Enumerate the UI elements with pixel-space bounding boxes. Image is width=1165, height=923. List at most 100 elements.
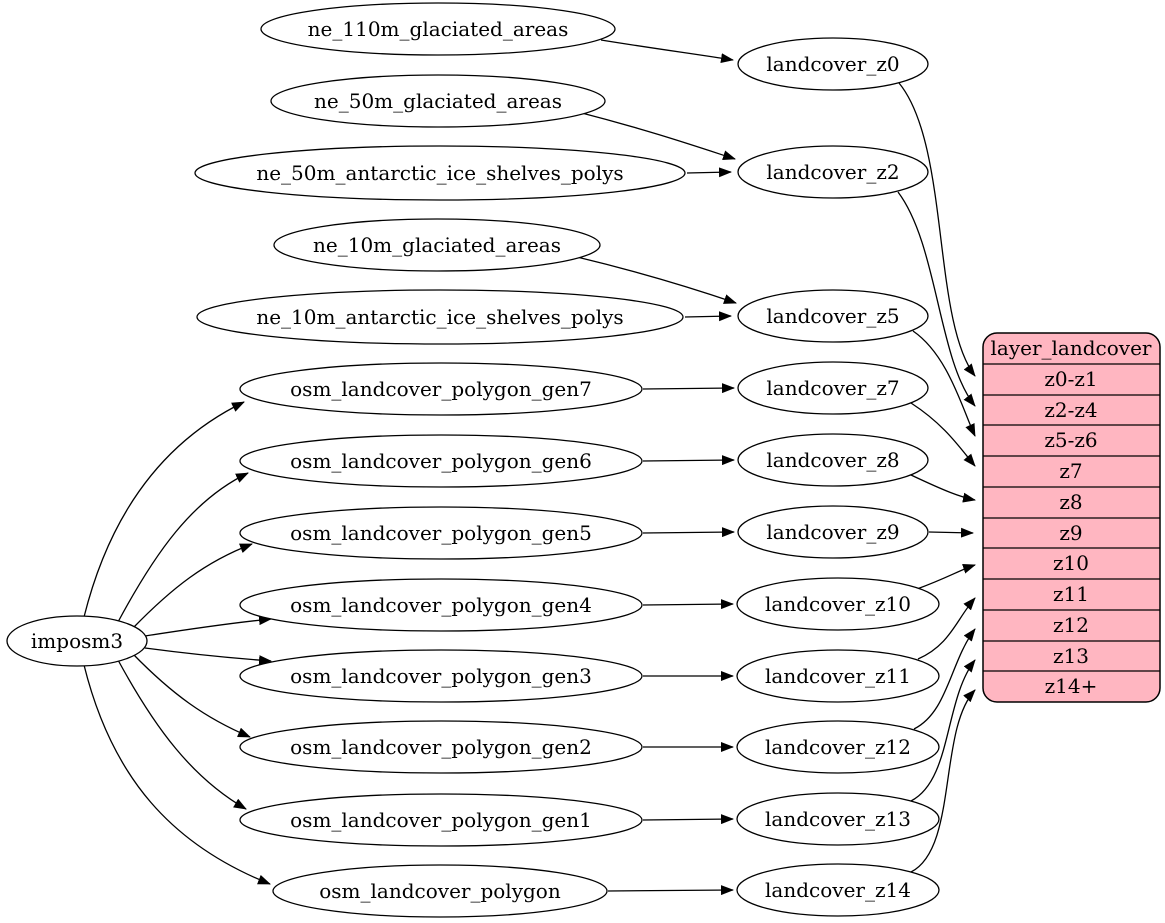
intermediate-label: landcover_z9	[766, 520, 899, 544]
node-osm_landcover_polygon_gen7: osm_landcover_polygon_gen7	[239, 362, 643, 416]
source-ellipse	[260, 2, 616, 56]
source-ellipse	[273, 218, 601, 272]
edge-z11-to-row-z11	[917, 597, 976, 660]
intermediate-ellipse	[737, 433, 929, 487]
record-row-z14plus: z14+	[1045, 674, 1098, 698]
edge-ne50m-to-z2	[577, 111, 736, 161]
edge-gen6-to-z8	[642, 455, 735, 466]
source-label: osm_landcover_polygon_gen3	[290, 664, 592, 688]
source-label: osm_landcover_polygon_gen1	[290, 808, 592, 832]
source-ellipse	[239, 506, 643, 560]
source-label: osm_landcover_polygon_gen2	[290, 735, 592, 759]
node-ne_10m_glaciated_areas: ne_10m_glaciated_areas	[273, 218, 601, 272]
node-osm_landcover_polygon_gen4: osm_landcover_polygon_gen4	[239, 578, 643, 632]
node-osm_landcover_polygon: osm_landcover_polygon	[272, 864, 608, 918]
edge-z2-to-row-z2-z4	[897, 191, 976, 407]
source-label: ne_110m_glaciated_areas	[308, 17, 569, 41]
node-landcover_z8: landcover_z8	[737, 433, 929, 487]
node-landcover_z9: landcover_z9	[737, 505, 929, 559]
edge-ne10m-ant-to-z5	[684, 311, 732, 322]
intermediate-label: landcover_z12	[765, 735, 911, 759]
node-landcover_z0: landcover_z0	[737, 37, 929, 91]
source-label: osm_landcover_polygon_gen5	[290, 521, 592, 545]
source-ellipse	[196, 289, 684, 345]
source-label: osm_landcover_polygon	[319, 879, 561, 903]
node-landcover_z7: landcover_z7	[737, 361, 929, 415]
source-ellipse	[239, 793, 643, 847]
edge-imposm3-to-gen4	[144, 615, 272, 637]
node-ne_50m_glaciated_areas: ne_50m_glaciated_areas	[270, 74, 606, 128]
record-row-z9: z9	[1059, 521, 1082, 545]
node-osm_landcover_polygon_gen2: osm_landcover_polygon_gen2	[239, 720, 643, 774]
edge-ne50m-ant-to-z2	[686, 167, 732, 178]
intermediate-label: landcover_z7	[766, 376, 899, 400]
node-landcover_z2: landcover_z2	[737, 145, 929, 199]
intermediate-label: landcover_z13	[765, 807, 911, 831]
source-label: osm_landcover_polygon_gen4	[290, 593, 592, 617]
edge-z7-to-row-z7	[910, 402, 976, 467]
intermediate-ellipse	[736, 577, 940, 631]
record-row-z7: z7	[1059, 459, 1082, 483]
intermediate-label: landcover_z10	[765, 592, 911, 616]
source-ellipse	[239, 434, 643, 488]
intermediate-ellipse	[736, 720, 940, 774]
edge-z5-to-row-z5-z6	[912, 330, 976, 437]
intermediate-ellipse	[737, 361, 929, 415]
node-landcover_z11: landcover_z11	[736, 649, 940, 703]
source-ellipse	[239, 649, 643, 703]
edge-imposm3-to-gen2	[132, 653, 251, 738]
node-layer_landcover: layer_landcover z0-z1 z2-z4 z5-z6 z7 z8 …	[982, 332, 1161, 703]
source-label: ne_10m_glaciated_areas	[313, 233, 561, 257]
node-landcover_z5: landcover_z5	[737, 289, 929, 343]
edge-imposm3-to-gen3	[144, 647, 272, 666]
node-landcover_z12: landcover_z12	[736, 720, 940, 774]
intermediate-label: landcover_z8	[766, 448, 899, 472]
imposm3-label: imposm3	[31, 629, 123, 653]
edge-z13-to-row-z13	[910, 659, 976, 802]
node-imposm3: imposm3	[6, 615, 148, 667]
edge-ne10m-to-z5	[576, 256, 737, 304]
intermediate-label: landcover_z11	[765, 664, 911, 688]
source-ellipse	[270, 74, 606, 128]
edge-z9-to-row-z9	[928, 527, 974, 538]
node-ne_10m_antarctic_ice_shelves_polys: ne_10m_antarctic_ice_shelves_polys	[196, 289, 684, 345]
source-label: ne_50m_glaciated_areas	[314, 89, 562, 113]
edge-polygon-to-z14	[607, 885, 734, 896]
edge-imposm3-to-gen5	[132, 543, 253, 629]
record-row-z2-z4: z2-z4	[1044, 398, 1097, 422]
node-osm_landcover_polygon_gen3: osm_landcover_polygon_gen3	[239, 649, 643, 703]
edge-gen5-to-z9	[642, 527, 735, 538]
record-title: layer_landcover	[991, 336, 1152, 360]
source-label: osm_landcover_polygon_gen6	[290, 449, 592, 473]
intermediate-ellipse	[737, 145, 929, 199]
source-ellipse	[239, 362, 643, 416]
node-osm_landcover_polygon_gen5: osm_landcover_polygon_gen5	[239, 506, 643, 560]
edge-gen4-to-z10	[642, 599, 734, 610]
source-ellipse	[272, 864, 608, 918]
source-ellipse	[239, 578, 643, 632]
edge-imposm3-to-gen7	[83, 401, 245, 618]
edges	[83, 39, 976, 896]
edge-z8-to-row-z8	[910, 474, 976, 503]
edge-imposm3-to-gen6	[117, 472, 249, 623]
record-row-z10: z10	[1053, 551, 1089, 575]
intermediate-ellipse	[736, 649, 940, 703]
intermediate-label: landcover_z2	[766, 160, 899, 184]
node-landcover_z14: landcover_z14	[736, 863, 940, 917]
node-landcover_z10: landcover_z10	[736, 577, 940, 631]
edge-z10-to-row-z10	[916, 564, 976, 590]
record-row-z11: z11	[1053, 582, 1089, 606]
record-row-z5-z6: z5-z6	[1044, 428, 1097, 452]
intermediate-ellipse	[736, 792, 940, 846]
node-landcover_z13: landcover_z13	[736, 792, 940, 846]
intermediate-label: landcover_z14	[765, 878, 911, 902]
edge-z12-to-row-z12	[913, 628, 976, 730]
edge-imposm3-to-polygon	[83, 664, 271, 885]
record-row-z12: z12	[1053, 613, 1089, 637]
source-label: ne_50m_antarctic_ice_shelves_polys	[256, 161, 623, 185]
intermediate-ellipse	[736, 863, 940, 917]
edge-ne110m-to-z0	[600, 39, 734, 64]
node-osm_landcover_polygon_gen6: osm_landcover_polygon_gen6	[239, 434, 643, 488]
intermediate-ellipse	[737, 37, 929, 91]
node-ne_50m_antarctic_ice_shelves_polys: ne_50m_antarctic_ice_shelves_polys	[194, 145, 686, 201]
